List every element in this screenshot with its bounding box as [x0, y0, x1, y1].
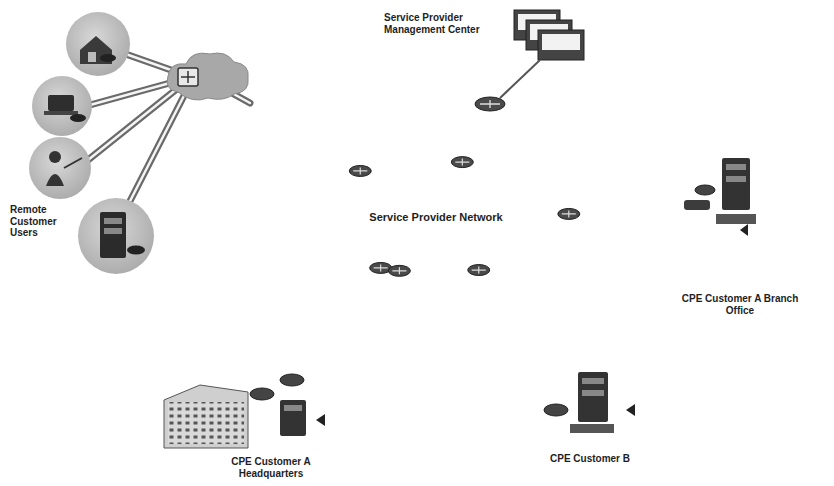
customer-b-site: CPE Customer B — [522, 340, 658, 476]
router-icon — [349, 165, 371, 176]
site-label: Service Provider Management Center — [384, 12, 512, 35]
site-label: Remote Customer Users — [10, 204, 76, 239]
headquarters-equipment — [164, 374, 325, 448]
management-center: Service Provider Management Center — [382, 6, 600, 118]
router-icon — [388, 265, 410, 276]
access-links — [88, 52, 250, 205]
site-label: CPE Customer A Headquarters — [219, 456, 323, 479]
remote-user-sites — [29, 12, 154, 274]
customer-b-equipment — [544, 372, 635, 433]
headquarters-site: CPE Customer A Headquarters — [192, 326, 350, 484]
access-cloud — [167, 53, 248, 100]
site-label: CPE Customer B — [550, 453, 630, 465]
remote-users-group: Remote Customer Users — [8, 4, 248, 294]
cloud-label: Service Provider Network — [369, 211, 502, 224]
router-icon — [468, 265, 490, 276]
site-label: CPE Customer A Branch Office — [670, 293, 810, 316]
network-link — [479, 270, 548, 355]
network-link — [329, 271, 400, 351]
branch-equipment — [684, 158, 756, 236]
router-icon — [451, 157, 473, 168]
network-link — [462, 118, 483, 162]
branch-site: CPE Customer A Branch Office — [668, 138, 812, 282]
network-link — [317, 268, 381, 341]
provider-cloud: Service Provider Network — [300, 158, 572, 276]
management-servers — [475, 10, 584, 111]
network-link — [569, 212, 668, 214]
network-link — [248, 103, 360, 171]
site-circle — [668, 138, 812, 282]
router-icon — [558, 208, 580, 219]
edge-routers — [349, 157, 580, 277]
